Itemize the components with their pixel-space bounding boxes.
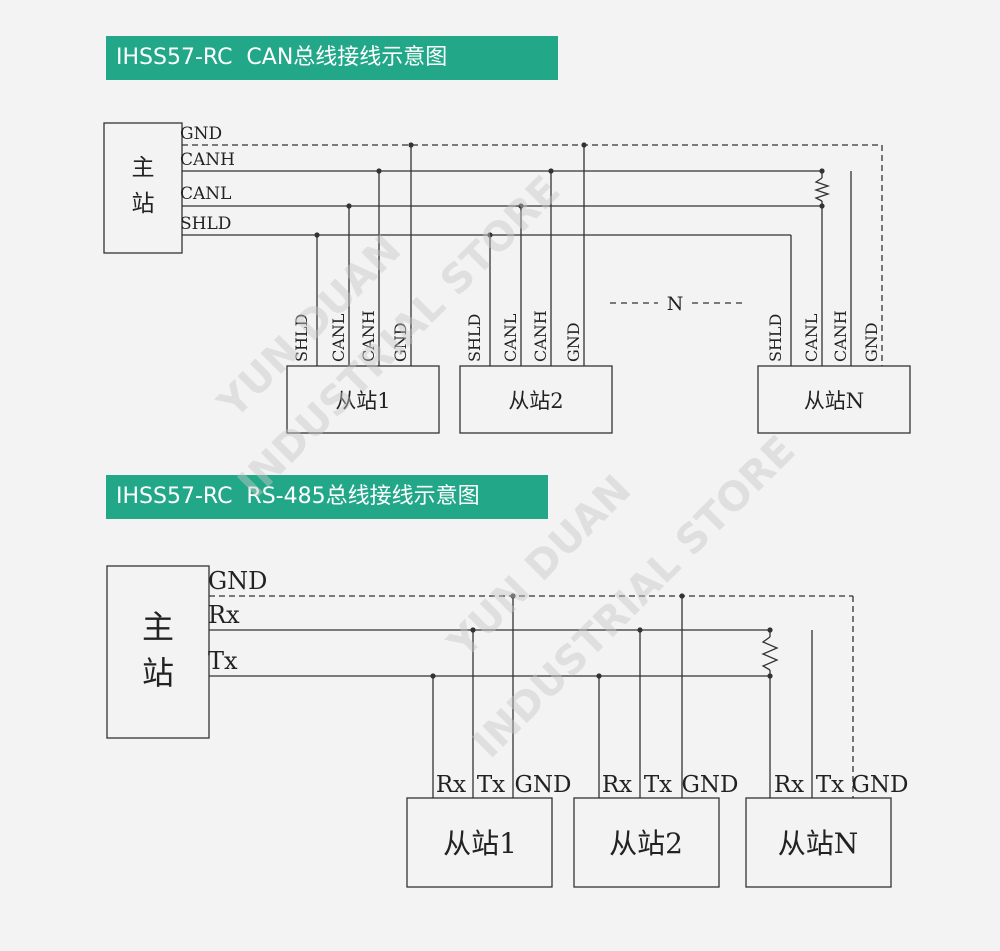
rs485-slaven-pin-rx: Rx (774, 772, 804, 798)
can-ellipsis-label: N (667, 293, 684, 315)
can-slaven-pin-canl: CANL (802, 313, 821, 362)
rs485-slave-1-box (406, 797, 553, 888)
rs485-bus-label-rx: Rx (208, 601, 240, 629)
rs485-slaven-pin-gnd: GND (852, 772, 909, 798)
rs485-slave1-pin-tx: Tx (477, 772, 505, 798)
rs485-slave-1-label: 从站1 (443, 827, 517, 860)
can-slave2-pin-gnd: GND (564, 322, 583, 362)
can-slaven-pin-canh: CANH (831, 310, 850, 362)
can-slave1-pin-gnd: GND (391, 322, 410, 362)
rs485-master-label-2: 站 (142, 654, 174, 692)
can-slave2-pin-shld: SHLD (465, 314, 484, 362)
can-slave1-pin-shld: SHLD (292, 314, 311, 362)
can-slave-1-label: 从站1 (335, 389, 390, 413)
rs485-slave2-pin-tx: Tx (644, 772, 672, 798)
rs485-slave-2-label: 从站2 (609, 827, 683, 860)
can-slave2-pin-canh: CANH (531, 310, 550, 362)
rs485-master-box (106, 565, 210, 739)
can-slaven-pin-shld: SHLD (766, 314, 785, 362)
rs485-bus-label-gnd: GND (208, 567, 267, 595)
can-slave-1-box (286, 365, 440, 434)
can-slave-n-label: 从站N (804, 389, 864, 413)
can-slave1-pin-canl: CANL (329, 313, 348, 362)
can-slave1-pin-canh: CANH (359, 310, 378, 362)
can-bus-label-canl: CANL (180, 184, 231, 204)
rs485-slave2-pin-rx: Rx (602, 772, 632, 798)
rs485-slaven-pin-tx: Tx (816, 772, 844, 798)
rs485-slave1-pin-rx: Rx (436, 772, 466, 798)
can-slave-2-label: 从站2 (508, 389, 563, 413)
can-bus-label-gnd: GND (180, 124, 222, 144)
can-slaven-pin-gnd: GND (862, 322, 881, 362)
rs485-slave2-pin-gnd: GND (682, 772, 739, 798)
can-section-title: IHSS57-RC CAN总线接线示意图 (106, 36, 558, 80)
can-bus-label-shld: SHLD (180, 214, 231, 234)
can-master-box (103, 122, 183, 254)
can-slave-2-box (459, 365, 613, 434)
rs485-master-label-1: 主 (142, 608, 174, 646)
can-slave-n-box (757, 365, 911, 434)
rs485-terminator-resistor (761, 636, 779, 671)
rs485-bus-label-tx: Tx (208, 647, 238, 675)
can-master-label-1: 主 (132, 155, 155, 181)
rs485-slave-n-box (745, 797, 892, 888)
rs485-slave1-pin-gnd: GND (515, 772, 572, 798)
can-slave2-pin-canl: CANL (501, 313, 520, 362)
can-bus-label-canh: CANH (180, 150, 235, 170)
can-master-label-2: 站 (132, 191, 155, 217)
rs485-slave-n-label: 从站N (778, 827, 859, 860)
rs485-section-title: IHSS57-RC RS-485总线接线示意图 (106, 475, 548, 519)
rs485-slave-2-box (573, 797, 720, 888)
can-terminator-resistor (813, 177, 831, 202)
